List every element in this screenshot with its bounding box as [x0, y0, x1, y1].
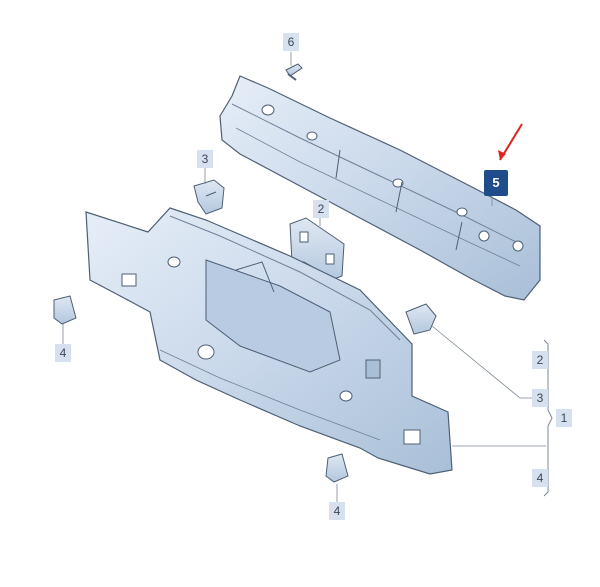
bracket-part-3-top[interactable]: [193, 179, 225, 215]
callout-6[interactable]: 6: [283, 33, 299, 51]
leader-lines: [62, 52, 546, 504]
callout-group-4[interactable]: 4: [532, 469, 548, 487]
callout-2-top[interactable]: 2: [313, 200, 329, 218]
group-bracket: [543, 339, 553, 497]
callout-group-1[interactable]: 1: [556, 409, 572, 427]
callout-4-bottom[interactable]: 4: [329, 502, 345, 520]
highlight-arrow: [498, 123, 523, 161]
callout-5-highlighted[interactable]: 5: [484, 170, 508, 196]
cross-member-part-5[interactable]: [219, 75, 541, 301]
bracket-part-3-right[interactable]: [405, 303, 437, 335]
callout-3-top[interactable]: 3: [197, 150, 213, 168]
bracket-part-4-bottom[interactable]: [325, 453, 349, 483]
screw-part-6[interactable]: [285, 63, 303, 81]
callout-group-3[interactable]: 3: [532, 389, 548, 407]
callout-group-2[interactable]: 2: [532, 351, 548, 369]
bracket-part-4-left[interactable]: [53, 295, 77, 325]
rear-panel-part-1[interactable]: [85, 207, 453, 475]
callout-4-left[interactable]: 4: [55, 344, 71, 362]
